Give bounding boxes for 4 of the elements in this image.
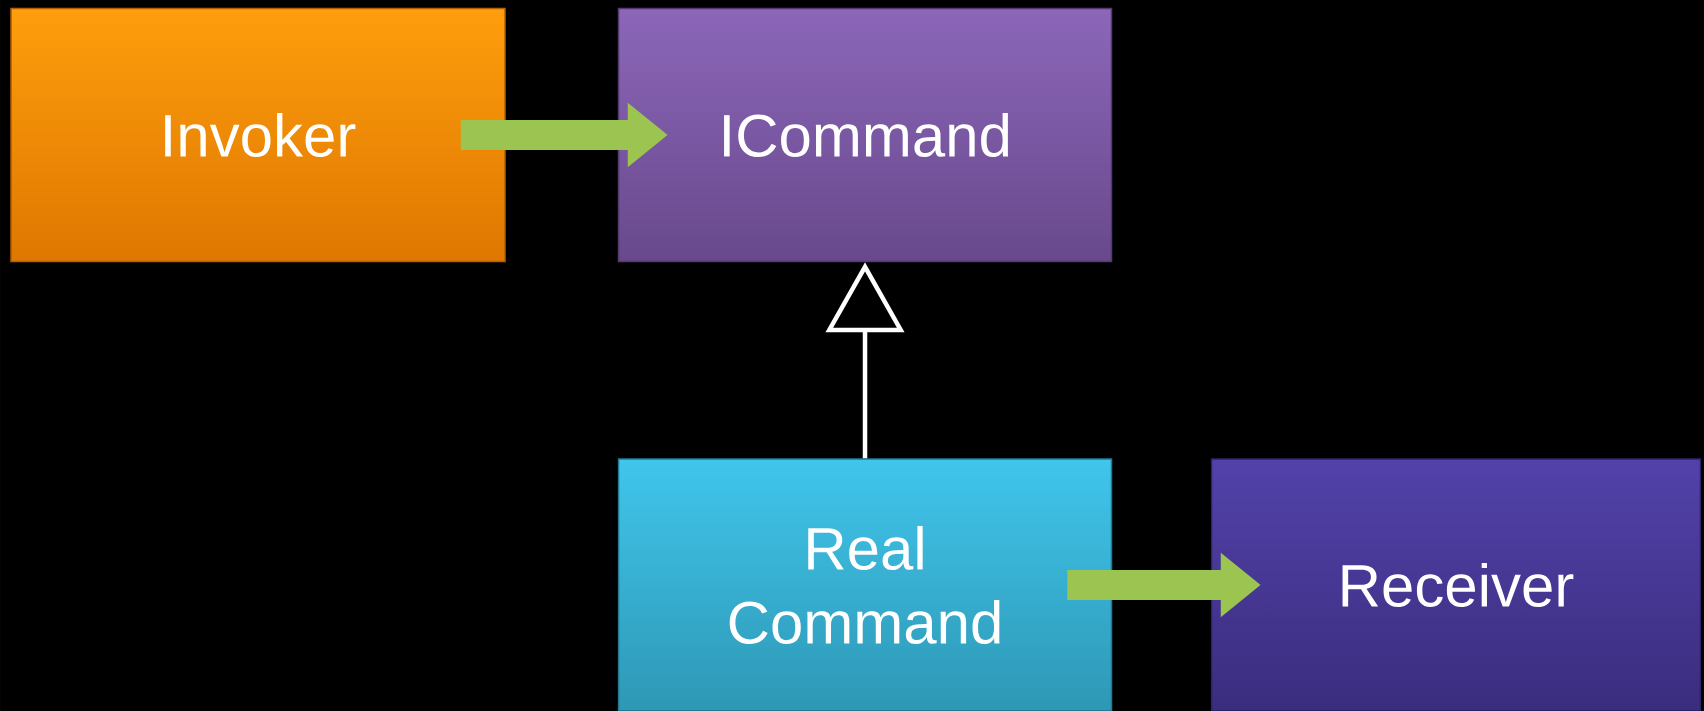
class-box: Real Command xyxy=(617,458,1113,711)
class-box: ICommand xyxy=(617,7,1113,263)
class-box: Invoker xyxy=(10,7,506,263)
class-box: Receiver xyxy=(1210,458,1702,711)
